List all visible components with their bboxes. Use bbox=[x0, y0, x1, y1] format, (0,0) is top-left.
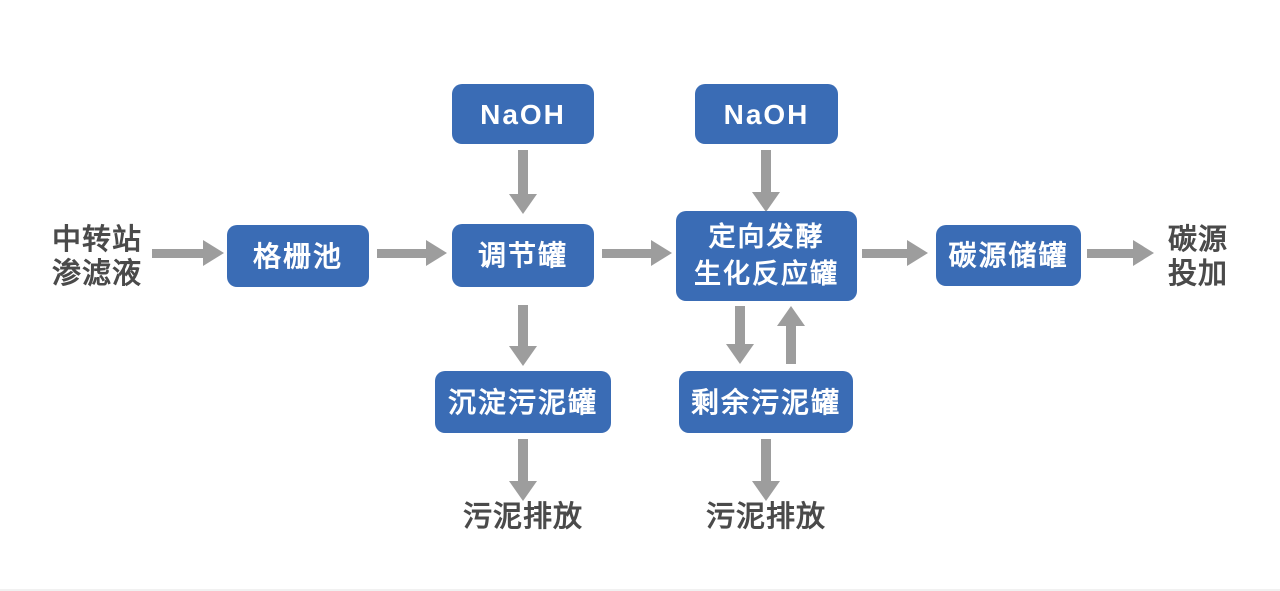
arrow-head bbox=[651, 240, 672, 266]
arrow-head bbox=[203, 240, 224, 266]
arrow-head bbox=[726, 344, 754, 364]
source-label: 中转站 渗滤液 bbox=[51, 224, 142, 290]
node-excess-sludge-tank: 剩余污泥罐 bbox=[679, 371, 853, 433]
arrow-shaft bbox=[862, 248, 907, 258]
arrow-excess-sludge-tank-to-fermentation-tank bbox=[777, 306, 805, 364]
arrow-shaft bbox=[518, 439, 528, 481]
node-naoh-1: NaOH bbox=[452, 84, 594, 144]
arrow-shaft bbox=[735, 306, 745, 344]
arrow-head bbox=[426, 240, 447, 266]
arrow-head bbox=[509, 481, 537, 501]
node-naoh-2: NaOH bbox=[695, 84, 838, 144]
arrow-shaft bbox=[152, 248, 203, 258]
arrow-shaft bbox=[518, 305, 528, 346]
node-carbon-storage-tank: 碳源储罐 bbox=[936, 225, 1081, 286]
arrow-shaft bbox=[518, 150, 528, 194]
sludge-discharge-label-2: 污泥排放 bbox=[705, 501, 826, 533]
node-grid-pool: 格栅池 bbox=[227, 225, 369, 287]
arrow-shaft bbox=[761, 439, 771, 481]
arrow-head bbox=[907, 240, 928, 266]
arrow-shaft bbox=[786, 326, 796, 364]
arrow-excess-sludge-tank-to-discharge bbox=[752, 439, 780, 501]
arrow-grid-pool-to-regulation-tank bbox=[377, 240, 447, 266]
arrow-regulation-tank-to-fermentation-tank bbox=[602, 240, 672, 266]
arrow-head bbox=[777, 306, 805, 326]
node-fermentation-reaction-tank: 定向发酵 生化反应罐 bbox=[676, 211, 857, 301]
arrow-head bbox=[509, 346, 537, 366]
arrow-sediment-sludge-tank-to-discharge bbox=[509, 439, 537, 501]
arrow-source-to-grid-pool bbox=[152, 240, 224, 266]
arrow-regulation-tank-to-sediment-sludge-tank bbox=[509, 305, 537, 366]
arrow-head bbox=[1133, 240, 1154, 266]
arrow-shaft bbox=[1087, 248, 1133, 258]
carbon-dosing-label: 碳源 投加 bbox=[1167, 224, 1228, 290]
arrow-head bbox=[509, 194, 537, 214]
arrow-naoh-1-to-regulation-tank bbox=[509, 150, 537, 214]
arrow-shaft bbox=[602, 248, 651, 258]
sludge-discharge-label-1: 污泥排放 bbox=[462, 501, 583, 533]
arrow-head bbox=[752, 192, 780, 212]
arrow-naoh-2-to-fermentation-tank bbox=[752, 150, 780, 212]
bottom-edge-divider bbox=[0, 589, 1280, 591]
arrow-head bbox=[752, 481, 780, 501]
node-regulation-tank: 调节罐 bbox=[452, 224, 594, 287]
node-sediment-sludge-tank: 沉淀污泥罐 bbox=[435, 371, 611, 433]
arrow-shaft bbox=[761, 150, 771, 192]
arrow-carbon-storage-to-dosing bbox=[1087, 240, 1154, 266]
arrow-fermentation-tank-to-excess-sludge-tank bbox=[726, 306, 754, 364]
arrow-shaft bbox=[377, 248, 426, 258]
arrow-fermentation-tank-to-carbon-storage bbox=[862, 240, 928, 266]
